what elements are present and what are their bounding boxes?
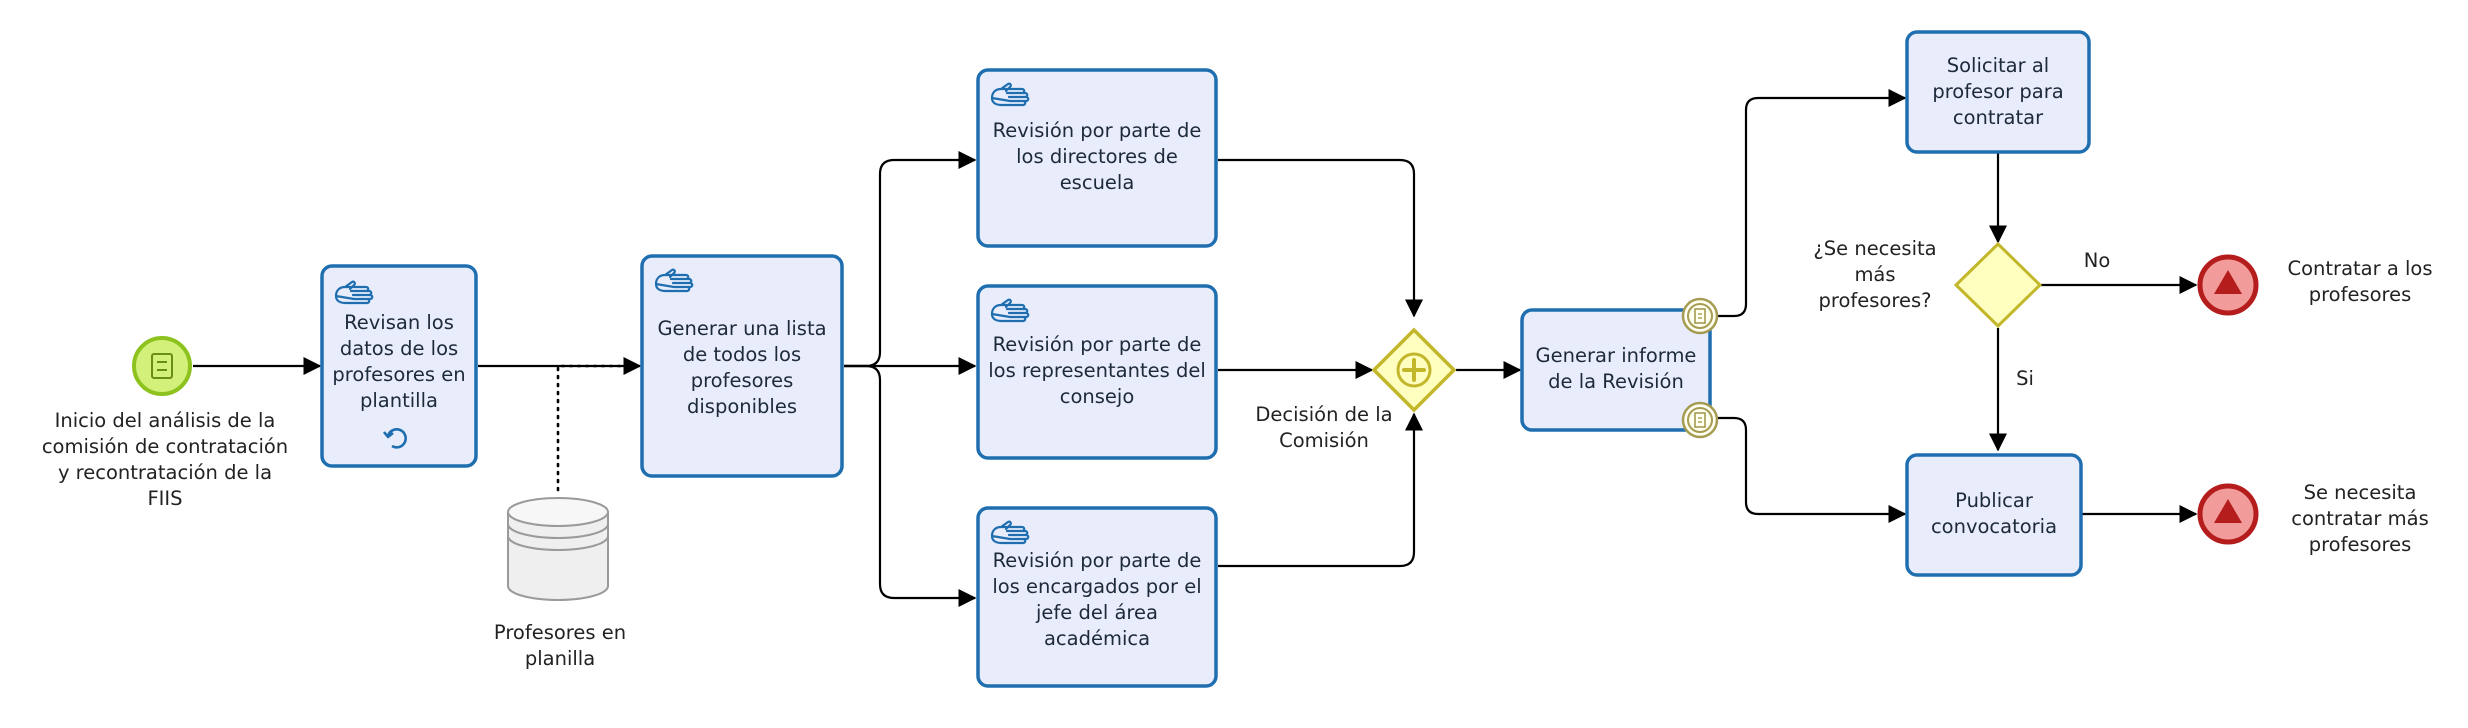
message-icon [1694, 308, 1706, 324]
task-revision-representantes-label: Revisión por parte de los representantes… [988, 333, 1206, 408]
task-generar-informe-label: Generar informe de la Revisión [1535, 344, 1697, 393]
task-revisan-label: Revisan los datos de los profesores en p… [332, 311, 466, 412]
start-event[interactable] [132, 336, 192, 396]
flow-generar-to-directores[interactable] [844, 151, 977, 368]
task-solicitar-label: Solicitar al profesor para contratar [1932, 54, 2064, 129]
flow-label-si: Si [2016, 367, 2034, 390]
task-revision-representantes[interactable] [976, 284, 1218, 460]
data-association [556, 364, 642, 492]
task-revision-directores[interactable] [976, 68, 1218, 248]
task-generar-informe[interactable] [1520, 308, 1712, 432]
flow-directores-to-gateway[interactable] [1218, 158, 1423, 318]
end-event-necesita-label: Se necesita contratar más profesores [2291, 481, 2429, 556]
task-revision-directores-label: Revisión por parte de los directores de … [992, 119, 1202, 194]
start-event-label: Inicio del análisis de la comisión de co… [41, 409, 289, 510]
flow-informe-to-publicar[interactable] [1712, 416, 1907, 523]
task-publicar[interactable] [1905, 453, 2083, 577]
flow-informe-to-solicitar[interactable] [1712, 89, 1907, 318]
task-revisan[interactable] [320, 264, 478, 468]
task-revision-encargados[interactable] [976, 506, 1218, 688]
message-icon [151, 353, 173, 379]
flow-encargados-to-gateway[interactable] [1218, 412, 1423, 568]
parallel-gateway[interactable] [1371, 327, 1457, 413]
loop-icon [382, 428, 407, 449]
boundary-event-bottom[interactable] [1681, 401, 1719, 439]
data-store-label: Profesores en planilla [493, 621, 627, 670]
boundary-event-top[interactable] [1681, 297, 1719, 335]
signal-icon [2214, 270, 2242, 294]
task-solicitar[interactable] [1905, 30, 2091, 154]
end-event-necesita[interactable] [2197, 483, 2259, 545]
message-icon [1694, 412, 1706, 428]
exclusive-gateway[interactable] [1953, 241, 2043, 329]
task-revision-encargados-label: Revisión por parte de los encargados por… [992, 549, 1202, 650]
end-event-contratar[interactable] [2197, 254, 2259, 316]
sequence-flows [193, 89, 2198, 607]
task-generar-lista-label: Generar una lista de todos los profesore… [657, 317, 827, 418]
signal-icon [2214, 499, 2242, 523]
end-event-contratar-label: Contratar a los profesores [2287, 257, 2433, 306]
flow-label-no: No [2083, 249, 2111, 272]
data-store[interactable] [507, 497, 609, 601]
flow-generar-to-encargados[interactable] [844, 364, 977, 607]
exclusive-gateway-label: ¿Se necesita más profesores? [1813, 237, 1937, 312]
plus-icon [1402, 358, 1426, 382]
parallel-gateway-label: Decisión de la Comisión [1255, 403, 1393, 452]
task-generar-lista[interactable] [640, 254, 844, 478]
task-publicar-label: Publicar convocatoria [1930, 489, 2058, 538]
